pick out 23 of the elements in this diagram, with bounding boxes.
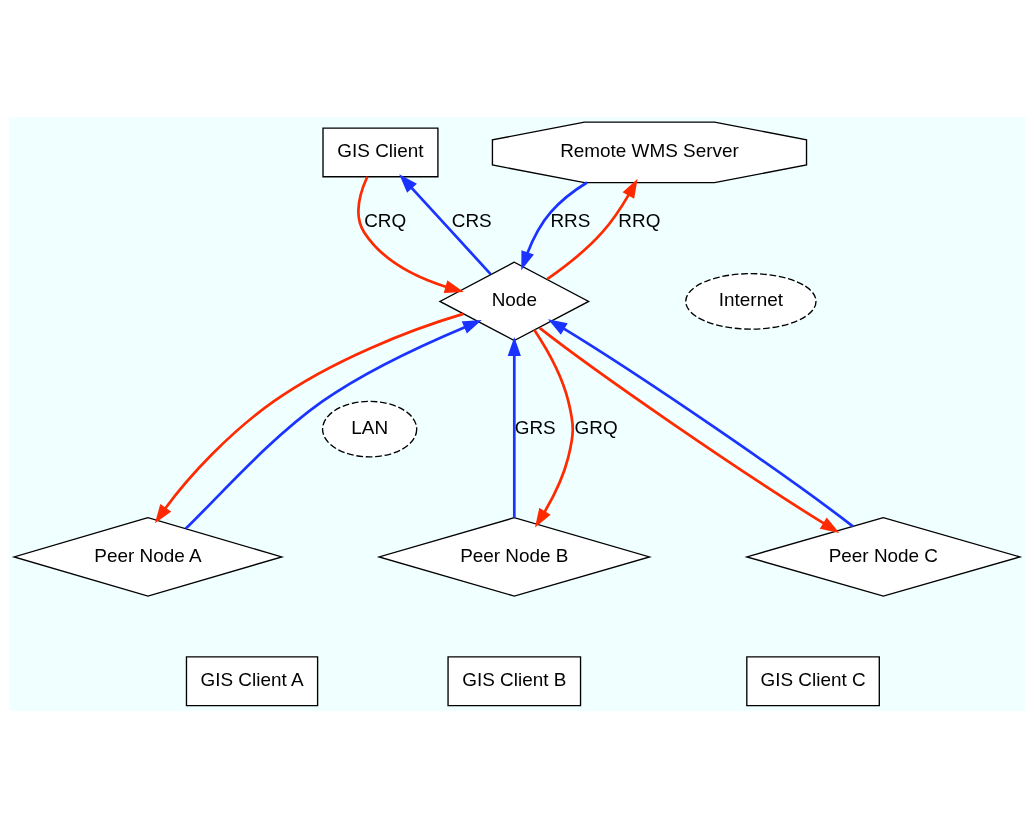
arrow (546, 178, 638, 281)
arrow (357, 176, 464, 294)
node-box: GIS Client B (447, 656, 582, 707)
node-ellipse: Internet (685, 272, 817, 330)
arrow (184, 320, 482, 530)
arrow (154, 312, 464, 524)
edge-label: RRS (550, 210, 591, 232)
node-ellipse: LAN (321, 400, 418, 458)
edge-label: RRQ (618, 210, 661, 232)
arrow (521, 181, 588, 271)
node-box: GIS Client C (746, 656, 880, 707)
node-diamond: Peer Node B (376, 517, 652, 597)
edge-label: CRS (451, 210, 492, 232)
edge-label: GRS (514, 417, 556, 439)
edge-label: CRQ (364, 210, 407, 232)
arrow (533, 329, 575, 528)
node-diamond: Node (438, 261, 591, 342)
edge-label: GRQ (574, 417, 618, 439)
node-box: GIS Client A (185, 656, 319, 707)
arrow (507, 337, 521, 518)
node-box: GIS Client (322, 127, 439, 178)
arrow (399, 174, 492, 276)
node-diamond: Peer Node A (11, 517, 285, 597)
